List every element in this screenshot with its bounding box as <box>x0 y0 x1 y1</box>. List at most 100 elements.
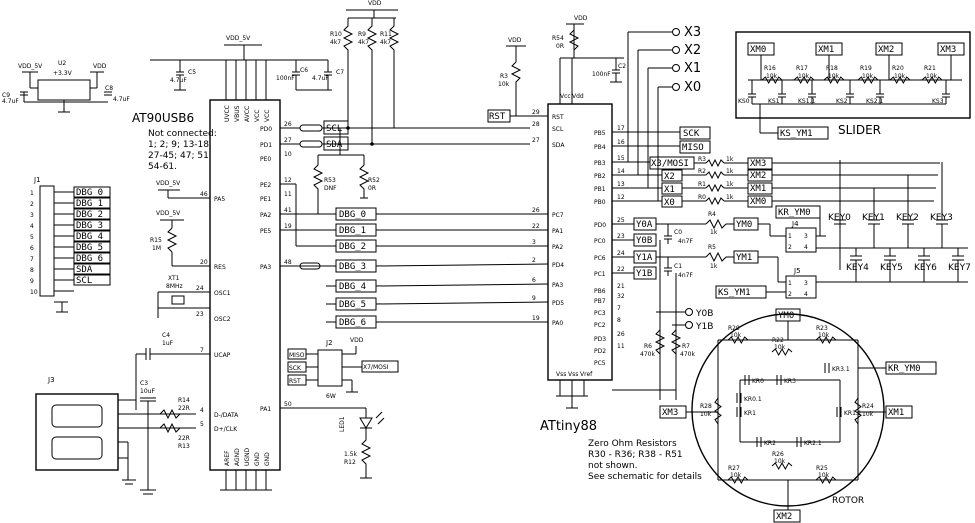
x-testpoint <box>672 64 680 72</box>
tiny-right-pin: PD3 <box>594 336 606 343</box>
j1-pin-number: 2 <box>30 201 34 208</box>
tiny-right-pin: PB4 <box>594 144 606 151</box>
r15-ref: R15 <box>150 237 162 244</box>
svg-text:2: 2 <box>788 244 792 251</box>
chip-attiny88: ATtiny88 RST29SCL28SDA27PC726PA122PA23PD… <box>532 15 626 434</box>
r13-ref: R13 <box>178 443 190 450</box>
tiny-right-pin-number: 14 <box>617 168 625 175</box>
rotor-key-label: KR3.1 <box>832 366 850 373</box>
r6-ref: R6 <box>644 343 652 350</box>
j1-net-label: DBG_3 <box>76 221 103 231</box>
vdd-top: VDD <box>368 0 382 7</box>
r11-value: 4k7 <box>380 39 391 46</box>
svg-text:1: 1 <box>788 233 792 240</box>
dbg-net-label: DBG_1 <box>339 226 366 236</box>
xm-net-label: XM3 <box>750 159 766 169</box>
usb-bottom-pin: GND <box>264 452 271 466</box>
slider-net-label: XM1 <box>818 45 834 55</box>
usb-right-pin: PD1 <box>260 142 272 149</box>
key-label-row2: KEY4 <box>846 263 869 273</box>
dbg-net-label: DBG_5 <box>339 300 366 310</box>
c7-value: 100nF <box>276 75 295 82</box>
svg-text:3: 3 <box>804 280 808 287</box>
j2-mosi: X7/MOSI <box>363 364 389 371</box>
slider-net-label: XM3 <box>940 45 956 55</box>
j1-net-label: DBG_6 <box>76 254 103 264</box>
c9-ref: C9 <box>2 92 10 99</box>
j1-pin-number: 4 <box>30 223 34 230</box>
tiny-right-pin: PC2 <box>594 322 606 329</box>
key-label-row1: KEY3 <box>930 213 953 223</box>
tiny-right-pin: PC6 <box>594 255 606 262</box>
svg-text:R30 - R36; R38 - R51: R30 - R36; R38 - R51 <box>588 450 683 460</box>
led1-ref: LED1 <box>339 416 346 432</box>
r54-value: 0R <box>556 43 564 50</box>
rotor-xm2: XM2 <box>776 512 792 522</box>
slider-res-value: 10k <box>926 73 938 80</box>
tiny-bottom-pin: Vss <box>556 371 566 378</box>
usb-right-pin-number: 26 <box>284 121 292 128</box>
tiny-right-pin-number: 16 <box>617 139 625 146</box>
c3-ref: C3 <box>140 380 148 387</box>
regulator-u2 <box>37 79 91 101</box>
rotor-res-value: 10k <box>730 332 742 339</box>
usb-top-pin: AVCC <box>244 106 251 122</box>
tiny-left-pin: SDA <box>552 142 565 149</box>
j1-net-box <box>73 186 111 198</box>
tiny-right-pin: PD2 <box>594 348 606 355</box>
usb-right-pin: PE1 <box>260 196 271 203</box>
slider-res-ref: R16 <box>764 65 776 72</box>
slider-res-ref: R20 <box>892 65 904 72</box>
j1-pin-number: 5 <box>30 234 34 241</box>
tiny-right-pin-number: 26 <box>617 331 625 338</box>
tiny-right-pin: PB2 <box>594 173 606 180</box>
r12-ref: R12 <box>344 459 356 466</box>
key-res-value: 1k <box>726 168 734 175</box>
x1-net: X1 <box>664 185 675 195</box>
slider-net-label: XM2 <box>878 45 894 55</box>
rotor-key-label: KR2 <box>764 440 776 447</box>
rotor-xm3: XM3 <box>662 408 678 418</box>
rotor-key-label: KR2.1 <box>804 440 822 447</box>
usb-right-pin-number: 10 <box>284 151 292 158</box>
i2c-pullups: VDD R10 4k7 R9 4k7 R11 4k7 <box>330 0 400 144</box>
rotor-res-ref: R23 <box>816 325 828 332</box>
svg-text:4: 4 <box>804 244 808 251</box>
chip-at90usb6: AT90USB6 Not connected: 1; 2; 9; 13-18 2… <box>132 35 344 491</box>
tiny-left-pin-number: 27 <box>532 137 540 144</box>
usb-right-pin: PE5 <box>260 228 271 235</box>
j4-ref: J4 <box>791 220 799 228</box>
r3-value: 10k <box>498 81 510 88</box>
slider-net-label: XM0 <box>750 45 766 55</box>
j1-net-box <box>73 241 111 253</box>
xt1-value: 8MHz <box>166 283 183 290</box>
mosi-net: X3/MOSI <box>651 159 689 169</box>
tiny-left-pin: PA2 <box>552 244 563 251</box>
xm-net-label: XM1 <box>750 184 766 194</box>
j1-pin-number: 7 <box>30 256 34 263</box>
key-label-row1: KEY1 <box>862 213 885 223</box>
y1a-net: Y1A <box>636 253 653 263</box>
rotor-res-value: 10k <box>774 458 786 465</box>
slider-key-label: KS2.1 <box>866 98 883 105</box>
x-output-label: X1 <box>684 61 701 76</box>
j1-pin-number: 9 <box>30 278 34 285</box>
tiny-bottom-pin: Vref <box>580 371 593 378</box>
svg-text:Zero Ohm Resistors: Zero Ohm Resistors <box>588 439 677 449</box>
j1-net-label: DBG_4 <box>76 232 103 242</box>
tiny-left-pin: PD4 <box>552 262 564 269</box>
rotor-key-label: KR3 <box>784 378 796 385</box>
x-testpoint <box>672 28 680 36</box>
c9-value: 4.7uF <box>2 98 19 105</box>
usb-top-pin: UVCC <box>224 105 231 122</box>
usb-right-pin-number: 50 <box>284 401 292 408</box>
rotor-key-label: KR1.1 <box>844 410 862 417</box>
xt1-ref: XT1 <box>168 275 180 282</box>
usb-right-pin: PA3 <box>260 264 271 271</box>
slider-ks-ym1: KS_YM1 <box>780 129 813 139</box>
rotor-title: ROTOR <box>832 496 864 506</box>
j2-miso: MISO <box>289 352 305 359</box>
tiny-right-pin-number: 8 <box>617 317 621 324</box>
r9-value: 4k7 <box>358 39 369 46</box>
